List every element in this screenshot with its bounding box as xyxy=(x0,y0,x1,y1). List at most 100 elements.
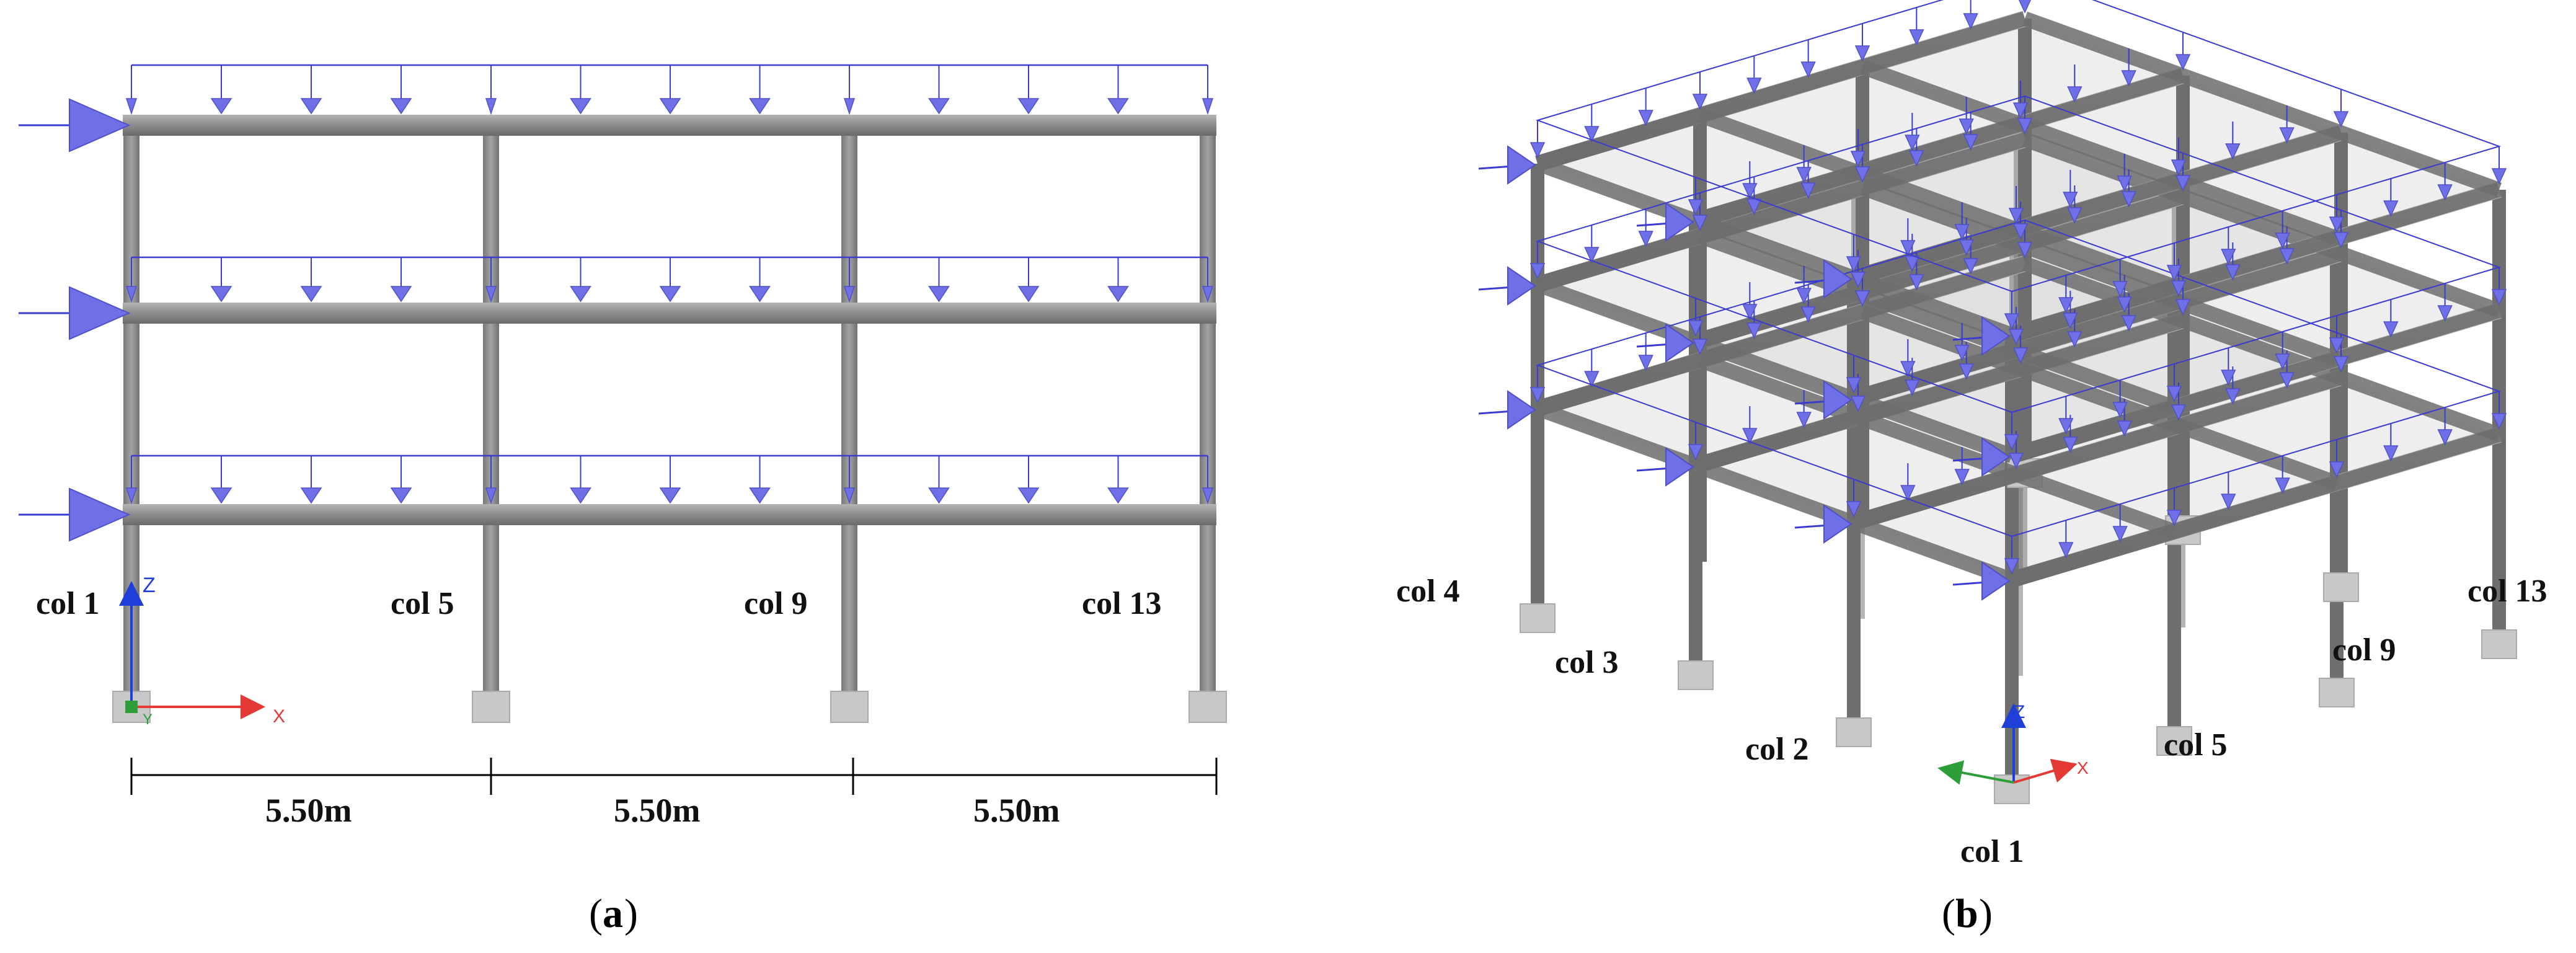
load-arrow-b-3-0-8-head xyxy=(2437,184,2453,201)
load-arrow-b-1-0-4-head xyxy=(2221,494,2236,510)
load-arrow-b-1-2-6-head xyxy=(2012,347,2029,364)
caption-a-close: ) xyxy=(624,891,638,936)
load-arrow-a-2-0-1-head xyxy=(210,286,232,303)
span-1-dimension: 5.50m xyxy=(265,792,352,829)
load-arrow-b-1-1-0-head xyxy=(1846,501,1862,518)
load-arrow-b-1-0-3-head xyxy=(2166,510,2182,526)
load-arrow-b-3-2-4-head xyxy=(1905,135,1920,151)
load-arrow-b-2-2-3-head xyxy=(1850,272,1866,288)
col-9-label-a: col 9 xyxy=(744,586,808,621)
beam-y-b-3-1 xyxy=(1697,108,2177,294)
lateral-load-head-b-2-2 xyxy=(1665,323,1694,363)
load-arrow-b-3-3-1-head xyxy=(1584,126,1600,143)
load-arrow-a-2-0-0-head xyxy=(125,286,138,303)
load-arrow-b-3-2-0-head xyxy=(1688,199,1704,216)
load-arrow-b-2-2-6-head xyxy=(2012,223,2029,240)
load-arrow-b-1-3-6-head xyxy=(1854,290,1870,307)
col-4-label-b: col 4 xyxy=(1396,574,1460,609)
load-arrow-b-1-0-7-head xyxy=(2383,445,2399,462)
beam-x-fill-b-2-3 xyxy=(1535,132,2027,292)
load-arrow-b-1-0-6-head xyxy=(2329,461,2345,478)
beam-y-b-2-0 xyxy=(1534,277,2015,463)
load-arrow-a-3-0-2-head xyxy=(300,487,322,504)
beam-x-fill-b-2-0 xyxy=(2009,303,2502,463)
load-arrow-b-2-1-8-head xyxy=(2279,248,2295,265)
beam-y-b-1-0 xyxy=(1534,401,2015,587)
beam-x-fill-b-3-3 xyxy=(1535,11,2027,171)
load-arrow-b-3-3-3-head xyxy=(1692,94,1708,110)
load-arrow-b-2-0-9-head xyxy=(2491,289,2507,306)
load-arrow-b-1-3-0-head xyxy=(1529,387,1546,404)
load-arrow-a-1-1-4-head xyxy=(843,98,856,115)
load-arrow-b-3-1-1-head xyxy=(1900,240,1916,257)
beam-y-b-1-1 xyxy=(1697,353,2177,539)
load-arrow-a-3-0-4-head xyxy=(485,487,497,505)
beam-y-b-1-3 xyxy=(2022,256,2502,442)
caption-b-letter: b xyxy=(1955,891,1978,936)
col-13-label-a: col 13 xyxy=(1082,586,1162,621)
lateral-load-head-b-3-1 xyxy=(1823,259,1852,299)
load-arrow-a-2-0-3-head xyxy=(390,286,412,303)
lateral-load-head-b-2-3 xyxy=(1507,266,1536,306)
load-arrow-b-1-2-9-head xyxy=(2175,299,2191,316)
load-arrow-b-1-3-9-head xyxy=(2017,242,2033,259)
load-arrow-a-2-2-3-head xyxy=(1107,286,1129,303)
load-arrow-b-2-3-2-head xyxy=(1638,231,1653,247)
load-arrow-b-1-1-7-head xyxy=(2225,388,2241,405)
load-arrow-b-2-2-0-head xyxy=(1688,320,1704,337)
beam-y-b-3-0 xyxy=(1534,156,2015,342)
col-5-label-a: col 5 xyxy=(391,586,454,621)
load-arrow-b-3-0-3-head xyxy=(2166,265,2182,281)
load-arrow-b-2-2-5-head xyxy=(1959,239,1974,256)
load-arrow-b-2-1-1-head xyxy=(1900,361,1916,378)
load-arrow-a-1-2-1-head xyxy=(928,98,950,115)
load-arrow-b-2-0-2-head xyxy=(2112,402,2128,419)
col-13-label-b: col 13 xyxy=(2468,574,2547,609)
load-arrow-b-1-2-1-head xyxy=(1742,428,1758,445)
load-arrow-b-1-1-9-head xyxy=(2333,356,2349,373)
load-arrow-b-3-1-6-head xyxy=(2171,159,2187,176)
load-arrow-b-3-1-4-head xyxy=(2063,192,2078,208)
load-arrow-b-1-1-6-head xyxy=(2171,404,2187,421)
floor-beam-a-3 xyxy=(123,504,1216,525)
lateral-load-stem-b-1-2 xyxy=(1636,467,1671,472)
load-arrow-b-1-3-8-head xyxy=(1963,258,1978,275)
load-arrow-b-1-2-0-head xyxy=(1688,444,1704,461)
load-arrow-b-3-1-0-head xyxy=(1846,256,1862,273)
load-arrow-b-1-3-3-head xyxy=(1692,339,1708,355)
load-arrow-b-1-3-7-head xyxy=(1909,274,1924,291)
lateral-load-head-b-3-0 xyxy=(1981,316,2011,356)
load-arrow-b-1-2-7-head xyxy=(2067,331,2082,348)
load-arrow-a-3-1-1-head xyxy=(570,487,591,504)
load-arrow-b-3-3-0-head xyxy=(1529,142,1546,159)
load-arrow-b-1-2-8-head xyxy=(2121,315,2136,332)
axis-y-marker-a xyxy=(125,701,138,713)
load-arrow-b-3-2-2-head xyxy=(1796,167,1812,184)
load-arrow-b-2-2-1-head xyxy=(1742,304,1758,321)
load-arrow-a-3-2-1-head xyxy=(928,487,950,504)
beam-x-fill-b-1-3 xyxy=(1535,256,2027,416)
load-arrow-b-2-0-1-head xyxy=(2058,418,2074,435)
load-arrow-b-1-2-2-head xyxy=(1796,412,1812,428)
load-arrow-a-3-2-2-head xyxy=(1017,487,1040,504)
load-arrow-b-1-2-5-head xyxy=(1959,363,1974,380)
load-arrow-b-3-2-8-head xyxy=(2121,70,2136,87)
load-arrow-b-3-3-5-head xyxy=(1800,61,1816,78)
load-arrow-b-3-2-7-head xyxy=(2067,86,2082,103)
frame-column-a-2 xyxy=(483,119,499,691)
load-arrow-a-2-1-1-head xyxy=(570,286,591,303)
support-block-b-3-1 xyxy=(2323,572,2359,602)
load-arrow-b-1-1-5-head xyxy=(2117,420,2132,437)
lateral-load-stem-b-3-3 xyxy=(1478,165,1513,170)
load-outline-b-1 xyxy=(1535,219,2502,538)
load-arrow-b-3-3-6-head xyxy=(1854,45,1870,62)
load-arrow-a-2-0-4-head xyxy=(485,286,497,303)
load-arrow-b-3-2-5-head xyxy=(1959,118,1974,135)
col-2-label-b: col 2 xyxy=(1745,732,1809,767)
col-1-label-a: col 1 xyxy=(36,586,100,621)
frame-column-a-3 xyxy=(841,119,857,691)
lateral-load-stem-b-2-2 xyxy=(1636,343,1671,348)
lateral-load-stem-b-1-0 xyxy=(1952,581,1988,586)
load-arrow-b-1-0-1-head xyxy=(2058,542,2074,559)
